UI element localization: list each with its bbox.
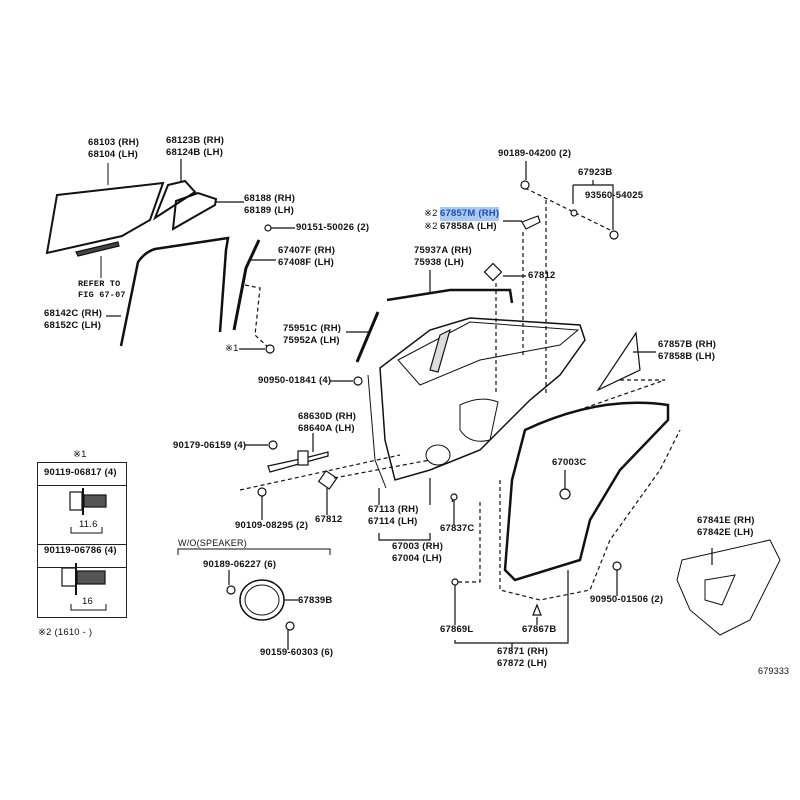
division-bar [232,239,261,331]
seal-diamond [483,262,503,282]
part-label[interactable]: 67003C [552,457,587,468]
rear-garnish [596,331,641,392]
screw-icon [520,180,530,190]
part-label[interactable]: 67857B (RH) [658,339,717,350]
part-label[interactable]: 67407F (RH) [278,245,336,256]
screw-icon [226,585,236,595]
legend-part: 90119-06786 (4) [44,545,117,556]
part-label[interactable]: 90189-06227 (6) [203,559,277,570]
part-label[interactable]: 68104 (LH) [88,149,139,160]
part-label[interactable]: 90151-50026 (2) [296,222,370,233]
screw-icon [609,230,619,240]
part-label[interactable]: 68142C (RH) [44,308,103,319]
legend-note: ※2 (1610 - ) [38,627,93,638]
bolt-icon [265,344,275,354]
part-label[interactable]: 75938 (LH) [414,257,465,268]
part-label[interactable]: 90159-60303 (6) [260,647,334,658]
legend-title: ※1 [73,449,87,460]
part-label[interactable]: 67858B (LH) [658,351,716,362]
quarter-glass [152,179,197,221]
door-glass [45,181,165,255]
run-channel [119,236,230,347]
part-label[interactable]: 67923B [578,167,613,178]
part-label[interactable]: 90109-08295 (2) [235,520,309,531]
part-label[interactable]: 75937A (RH) [414,245,472,256]
part-label[interactable]: 68152C (LH) [44,320,102,331]
clip-icon [451,578,459,586]
mark-ref: ※2 [424,221,438,232]
clip-icon [559,488,571,500]
part-label[interactable]: 67867B [522,624,557,635]
part-label[interactable]: 67837C [440,523,475,534]
nut-icon [353,376,363,386]
bolt-icon [257,487,267,497]
part-label[interactable]: 93560-54025 [585,190,644,201]
frame-molding [355,311,380,363]
part-label[interactable]: 67004 (LH) [392,553,443,564]
part-label[interactable]: 67812 [315,514,343,525]
quarter-weatherstrip [171,191,218,231]
seal-diamond [317,469,338,490]
figure-number: 679333 [758,666,790,676]
speaker-condition: W/O(SPEAKER) [178,538,247,548]
part-label[interactable]: 67003 (RH) [392,541,444,552]
part-label-selected[interactable]: 67857M (RH) [440,207,500,221]
legend-part: 90119-06817 (4) [44,467,117,478]
bolt-legend-box [37,462,127,618]
refer-note[interactable]: FIG 67-07 [78,290,126,300]
part-label[interactable]: 75951C (RH) [283,323,342,334]
speaker-cover [239,579,285,621]
part-label[interactable]: 90189-04200 (2) [498,148,572,159]
legend-length: 16 [82,596,93,607]
screw-icon [264,224,272,232]
part-label[interactable]: 67842E (LH) [697,527,754,538]
part-label[interactable]: 67871 (RH) [497,646,549,657]
part-label[interactable]: 67812 [528,270,556,281]
part-label[interactable]: 90179-06159 (4) [173,440,247,451]
part-label[interactable]: 68123B (RH) [166,135,225,146]
part-label[interactable]: 67869L [440,624,474,635]
part-label[interactable]: 67114 (LH) [368,516,418,527]
part-label[interactable]: 90950-01506 (2) [590,594,664,605]
part-label[interactable]: 67408F (LH) [278,257,335,268]
refer-note: REFER TO [78,279,121,289]
part-label[interactable]: 75952A (LH) [283,335,340,346]
part-label[interactable]: 68630D (RH) [298,411,357,422]
part-label[interactable]: 68124B (LH) [166,147,224,158]
part-label[interactable]: 67872 (LH) [497,658,548,669]
part-label[interactable]: 67839B [298,595,333,606]
service-hole [425,444,451,466]
part-label[interactable]: 67858A (LH) [440,221,497,232]
part-label[interactable]: 90950-01841 (4) [258,375,332,386]
nut-icon [612,561,622,571]
bracket [521,215,541,230]
legend-length: 11.6 [79,519,98,530]
part-label[interactable]: 67841E (RH) [697,515,755,526]
part-label[interactable]: 68103 (RH) [88,137,140,148]
part-label[interactable]: 68640A (LH) [298,423,355,434]
service-hole-cover [676,539,781,636]
outside-molding [386,288,514,304]
glass-channel-strip [75,241,120,257]
part-label[interactable]: 68188 (RH) [244,193,296,204]
mark-ref: ※2 [424,208,438,219]
screw-icon [285,621,295,631]
part-label[interactable]: 68189 (LH) [244,205,295,216]
mark-ref: ※1 [225,343,239,354]
part-label[interactable]: 67113 (RH) [368,504,419,515]
door-panel [379,317,586,481]
door-weatherstrip [503,401,670,582]
bolt-icon [268,440,278,450]
